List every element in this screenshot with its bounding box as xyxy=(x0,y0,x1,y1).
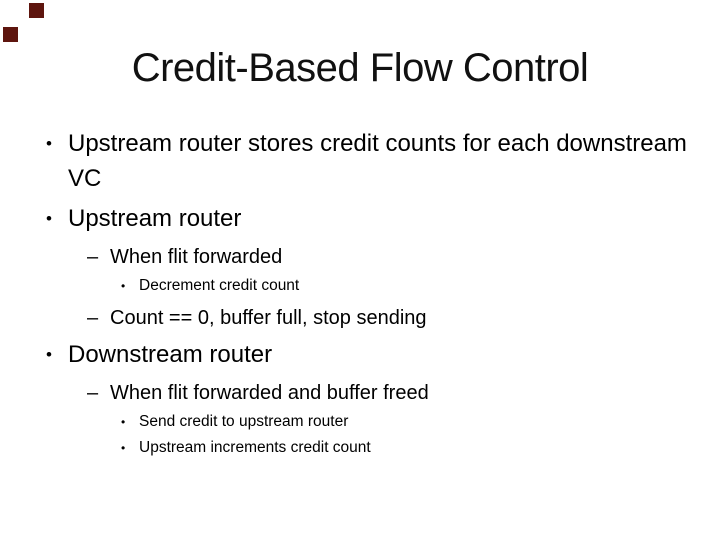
bullet-text: Upstream router xyxy=(68,205,242,232)
bullet-marker-icon: – xyxy=(87,382,99,404)
bullet-item: • Upstream increments credit count xyxy=(121,437,710,459)
bullet-item: • Upstream router stores credit counts f… xyxy=(46,126,710,196)
bullet-marker-icon: – xyxy=(87,307,99,329)
bullet-text: Upstream router stores credit counts for… xyxy=(68,130,687,192)
bullet-text: Decrement credit count xyxy=(139,277,300,294)
bullet-item: – When flit forwarded and buffer freed xyxy=(87,379,710,407)
bullet-item: • Downstream router xyxy=(46,337,710,372)
bullet-item: – When flit forwarded xyxy=(87,243,710,271)
bullet-item: – Count == 0, buffer full, stop sending xyxy=(87,304,710,332)
bullet-marker-icon: • xyxy=(46,209,52,228)
bullet-text: When flit forwarded xyxy=(110,246,283,268)
decor-square-left xyxy=(3,27,18,42)
bullet-marker-icon: • xyxy=(121,279,126,293)
bullet-text: Upstream increments credit count xyxy=(139,439,371,456)
bullet-text: Send credit to upstream router xyxy=(139,413,349,430)
bullet-marker-icon: – xyxy=(87,246,99,268)
bullet-text: Downstream router xyxy=(68,341,273,368)
decor-square-top xyxy=(29,3,44,18)
bullet-item: • Upstream router xyxy=(46,201,710,236)
bullet-marker-icon: • xyxy=(121,441,126,455)
bullet-text: Count == 0, buffer full, stop sending xyxy=(110,307,427,329)
bullet-item: • Send credit to upstream router xyxy=(121,411,710,433)
bullet-text: When flit forwarded and buffer freed xyxy=(110,382,429,404)
bullet-marker-icon: • xyxy=(46,134,52,153)
bullet-list: • Upstream router stores credit counts f… xyxy=(0,126,710,459)
bullet-marker-icon: • xyxy=(121,415,126,429)
bullet-item: • Decrement credit count xyxy=(121,275,710,297)
slide-title: Credit-Based Flow Control xyxy=(131,46,589,90)
bullet-marker-icon: • xyxy=(46,345,52,364)
